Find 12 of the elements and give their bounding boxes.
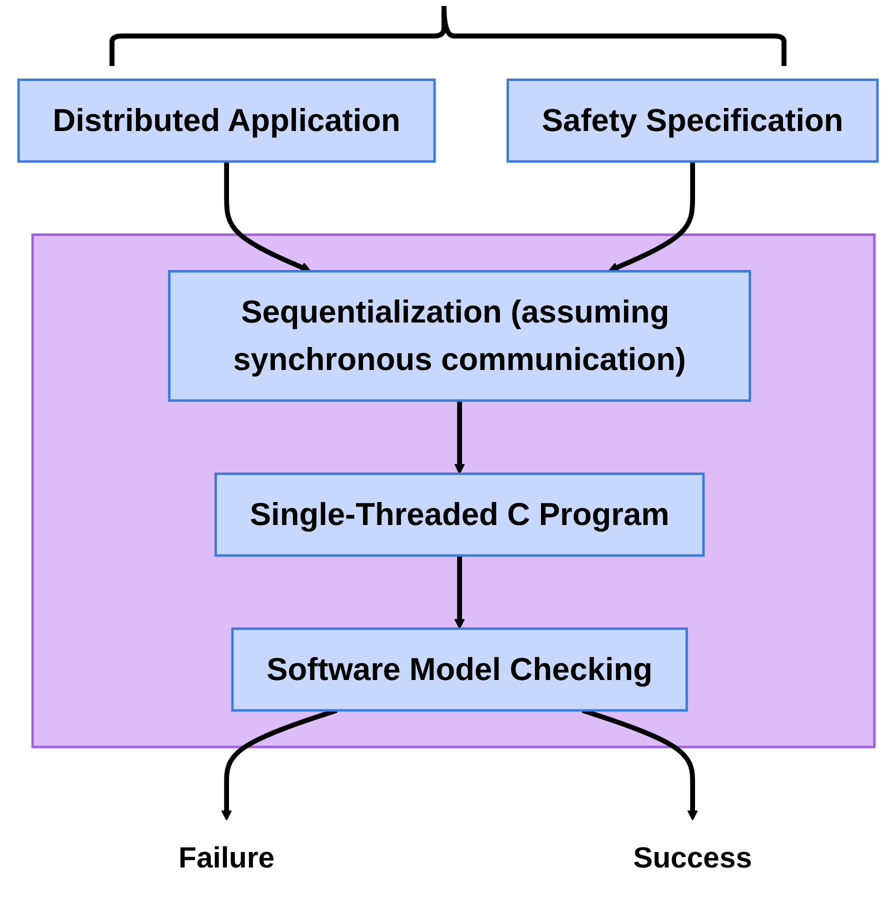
- node-box: Software Model Checking: [231, 627, 688, 712]
- node-text: Failure: [178, 842, 275, 876]
- node-box: Sequentialization (assuming synchronous communication): [168, 270, 752, 402]
- arrow: [608, 161, 696, 272]
- node-box: Safety Specification: [506, 78, 879, 163]
- node-box: Distributed Application: [17, 78, 436, 163]
- cluster: [31, 233, 876, 748]
- arrow: [454, 400, 465, 474]
- arrow: [224, 161, 312, 272]
- node-box: Single-Threaded C Program: [214, 472, 705, 557]
- arrow: [454, 555, 465, 630]
- node-text: Success: [633, 842, 752, 876]
